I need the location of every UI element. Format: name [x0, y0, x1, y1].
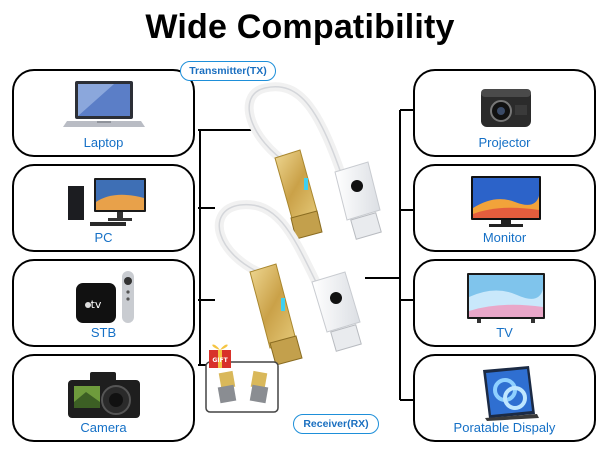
svg-text:tv: tv	[90, 298, 101, 311]
projector-icon	[415, 77, 594, 137]
source-card-camera: Camera	[12, 354, 195, 442]
camera-icon	[14, 362, 193, 422]
set-top-box-icon: tv	[14, 267, 193, 327]
source-card-stb: tv STB	[12, 259, 195, 347]
source-card-laptop: Laptop	[12, 69, 195, 157]
transmitter-cable	[244, 82, 382, 240]
display-card-portable-display: Poratable Dispaly	[413, 354, 596, 442]
display-label-tv: TV	[496, 325, 513, 340]
desktop-pc-icon	[14, 172, 193, 232]
laptop-icon	[14, 77, 193, 137]
source-card-pc: PC	[12, 164, 195, 252]
source-label-stb: STB	[90, 325, 117, 340]
tv-icon	[415, 267, 594, 327]
display-label-monitor: Monitor	[482, 230, 527, 245]
display-label-portable-display: Poratable Dispaly	[453, 420, 556, 435]
receiver-badge: Receiver(RX)	[293, 414, 379, 434]
display-label-projector: Projector	[478, 135, 531, 150]
source-label-camera: Camera	[80, 420, 127, 435]
tablet-icon	[415, 362, 594, 422]
source-label-laptop: Laptop	[83, 135, 124, 150]
transmitter-badge: Transmitter(TX)	[180, 61, 276, 81]
display-card-tv: TV	[413, 259, 596, 347]
receiver-cable	[214, 200, 362, 366]
page-title: Wide Compatibility	[145, 8, 455, 46]
display-card-projector: Projector	[413, 69, 596, 157]
gift-icon: GIFT	[209, 344, 231, 368]
monitor-icon	[415, 172, 594, 232]
gift-adapters-box	[205, 361, 279, 413]
gift-label: GIFT	[212, 357, 228, 364]
display-card-monitor: Monitor	[413, 164, 596, 252]
source-label-pc: PC	[94, 230, 113, 245]
